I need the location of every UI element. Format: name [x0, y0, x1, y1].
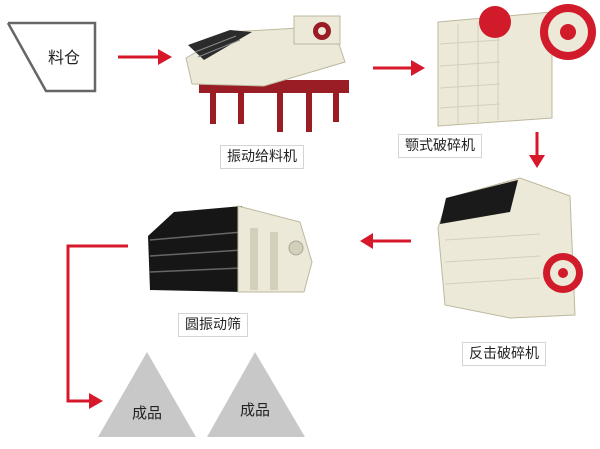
jaw-crusher-image	[437, 4, 596, 127]
vibrating-screen-image	[148, 205, 313, 293]
jaw-crusher-label: 颚式破碎机	[398, 134, 482, 158]
vibrating-screen-label: 圆振动筛	[178, 313, 248, 337]
product-label-1: 成品	[131, 404, 162, 422]
arrow-feeder-to-jaw	[373, 60, 425, 76]
impact-crusher-image	[437, 177, 583, 319]
arrow-hopper-to-feeder	[118, 49, 172, 65]
vibrating-feeder-label: 振动给料机	[220, 145, 304, 169]
arrow-jaw-to-impact	[529, 132, 545, 168]
product-pile-1	[98, 352, 196, 437]
arrow-screen-to-products	[66, 244, 128, 409]
impact-crusher-label: 反击破碎机	[462, 342, 546, 366]
product-label-2: 成品	[239, 401, 270, 419]
hopper-label: 料仓	[48, 48, 81, 67]
vibrating-feeder-image	[185, 15, 349, 132]
arrow-impact-to-screen	[360, 233, 411, 249]
hopper-icon	[6, 21, 97, 93]
product-pile-2	[207, 352, 305, 437]
